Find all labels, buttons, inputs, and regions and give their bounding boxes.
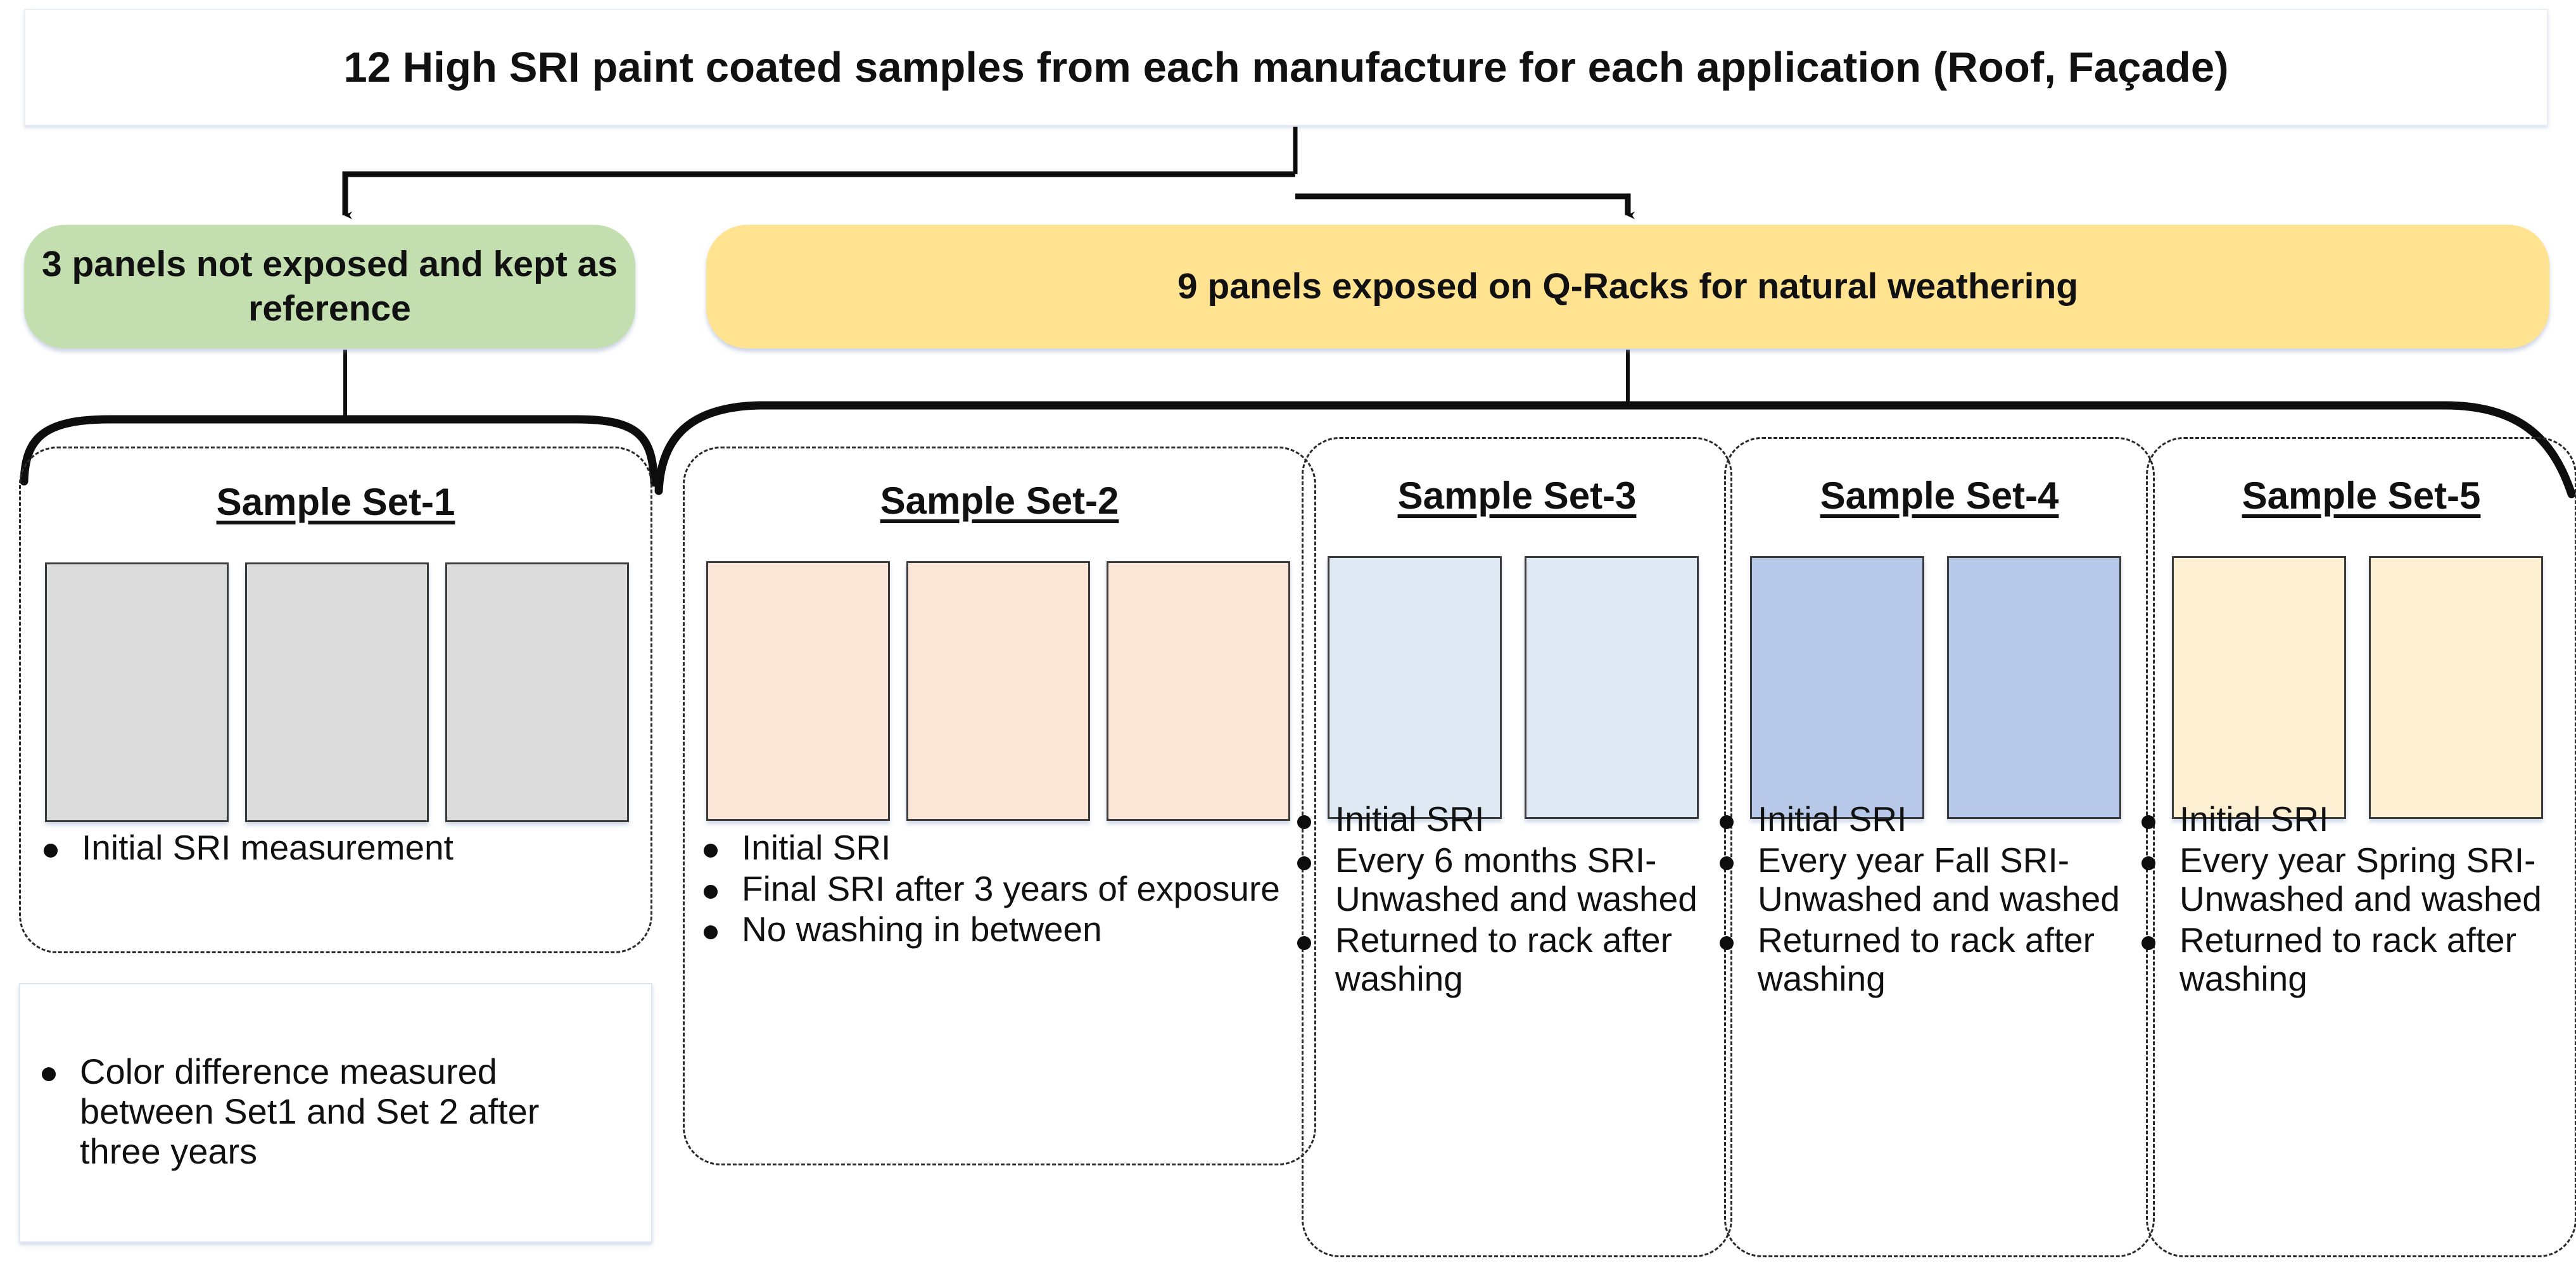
branch-reference-label: 3 panels not exposed and kept as referen… — [41, 243, 618, 329]
sample-set-4-title: Sample Set-4 — [1820, 474, 2059, 517]
bullet-dot-icon — [2141, 856, 2155, 870]
bullet-dot-icon — [2141, 936, 2155, 950]
sample-set-5-title: Sample Set-5 — [2242, 474, 2481, 517]
bullet-item: Final SRI after 3 years of exposure — [704, 868, 1299, 909]
bullet-dot-icon — [704, 925, 718, 940]
sample-panel — [1750, 556, 1924, 819]
bullet-item: Initial SRI — [1720, 799, 2157, 839]
bullet-text: Final SRI after 3 years of exposure — [742, 868, 1280, 908]
branch-exposed[interactable]: 9 panels exposed on Q-Racks for natural … — [706, 225, 2549, 348]
bullet-text: Every 6 months SRI- Unwashed and washed — [1335, 840, 1697, 919]
bullet-dot-icon — [1297, 936, 1311, 950]
sample-set-1-bullets: Initial SRI measurement — [44, 828, 633, 870]
sample-set-1-card[interactable]: Sample Set-1 Initial SRI measurement — [19, 447, 652, 953]
page-title: 12 High SRI paint coated samples from ea… — [343, 44, 2229, 91]
bullet-text: Initial SRI — [1335, 799, 1485, 839]
sample-set-1-panels — [45, 562, 629, 822]
sample-panel — [2369, 556, 2543, 819]
bullet-item: Every year Spring SRI- Unwashed and wash… — [2141, 840, 2576, 919]
bullet-dot-icon — [1720, 815, 1734, 829]
bullet-item: Initial SRI — [704, 828, 1299, 868]
bullet-dot-icon — [704, 844, 718, 858]
bullet-text: Every year Fall SRI- Unwashed and washed — [1758, 840, 2120, 919]
bullet-item: Every 6 months SRI- Unwashed and washed — [1297, 840, 1734, 919]
sample-set-5-panels — [2172, 556, 2543, 819]
bullet-text: Every year Spring SRI- Unwashed and wash… — [2179, 840, 2542, 919]
sample-set-3-title: Sample Set-3 — [1397, 474, 1637, 517]
bullet-item: Initial SRI — [2141, 799, 2576, 839]
bullet-text: No washing in between — [742, 910, 1102, 949]
sample-panel — [1947, 556, 2121, 819]
bullet-text: Initial SRI measurement — [82, 828, 454, 867]
diagram-title-box: 12 High SRI paint coated samples from ea… — [24, 9, 2548, 126]
bullet-dot-icon — [1297, 815, 1311, 829]
sample-panel — [706, 561, 890, 821]
bullet-item: Returned to rack after washing — [1297, 920, 1734, 999]
sample-panel — [1328, 556, 1502, 819]
sample-panel — [2172, 556, 2346, 819]
bullet-dot-icon — [1297, 856, 1311, 870]
sample-panel — [245, 562, 429, 822]
sample-panel — [445, 562, 629, 822]
sample-panel — [1107, 561, 1290, 821]
sample-set-2-title: Sample Set-2 — [880, 479, 1119, 522]
bullet-text: Initial SRI — [2179, 799, 2329, 839]
bullet-dot-icon — [42, 1067, 56, 1082]
sample-set-4-panels — [1750, 556, 2121, 819]
branch-reference[interactable]: 3 panels not exposed and kept as referen… — [24, 225, 635, 348]
bullet-text: Initial SRI — [742, 828, 891, 867]
sample-set-3-panels — [1328, 556, 1699, 819]
bullet-dot-icon — [704, 884, 718, 899]
bullet-item: Every year Fall SRI- Unwashed and washed — [1720, 840, 2157, 919]
bullet-item: No washing in between — [704, 910, 1299, 949]
branch-to-exposed — [1295, 193, 1635, 219]
bullet-item: Initial SRI measurement — [44, 828, 633, 868]
bullet-dot-icon — [44, 844, 58, 858]
note-text: Color difference measured between Set1 a… — [80, 1051, 540, 1171]
bullet-text: Returned to rack after washing — [1758, 920, 2095, 999]
sample-panel — [1525, 556, 1699, 819]
bullet-dot-icon — [1720, 856, 1734, 870]
sample-panel — [906, 561, 1090, 821]
color-difference-note: Color difference measured between Set1 a… — [19, 983, 652, 1243]
bullet-text: Returned to rack after washing — [2179, 920, 2516, 999]
branch-to-reference — [342, 171, 1295, 219]
bullet-item: Returned to rack after washing — [1720, 920, 2157, 999]
bullet-dot-icon — [2141, 815, 2155, 829]
bullet-item: Returned to rack after washing — [2141, 920, 2576, 999]
sample-set-2-panels — [706, 561, 1290, 821]
note-bullet: Color difference measured between Set1 a… — [42, 1052, 630, 1171]
bullet-text: Initial SRI — [1758, 799, 1907, 839]
bullet-text: Returned to rack after washing — [1335, 920, 1672, 999]
sample-panel — [45, 562, 229, 822]
bullet-item: Initial SRI — [1297, 799, 1734, 839]
bullet-dot-icon — [1720, 936, 1734, 950]
sample-set-1-title: Sample Set-1 — [216, 481, 455, 523]
branch-exposed-label: 9 panels exposed on Q-Racks for natural … — [1177, 265, 2079, 307]
